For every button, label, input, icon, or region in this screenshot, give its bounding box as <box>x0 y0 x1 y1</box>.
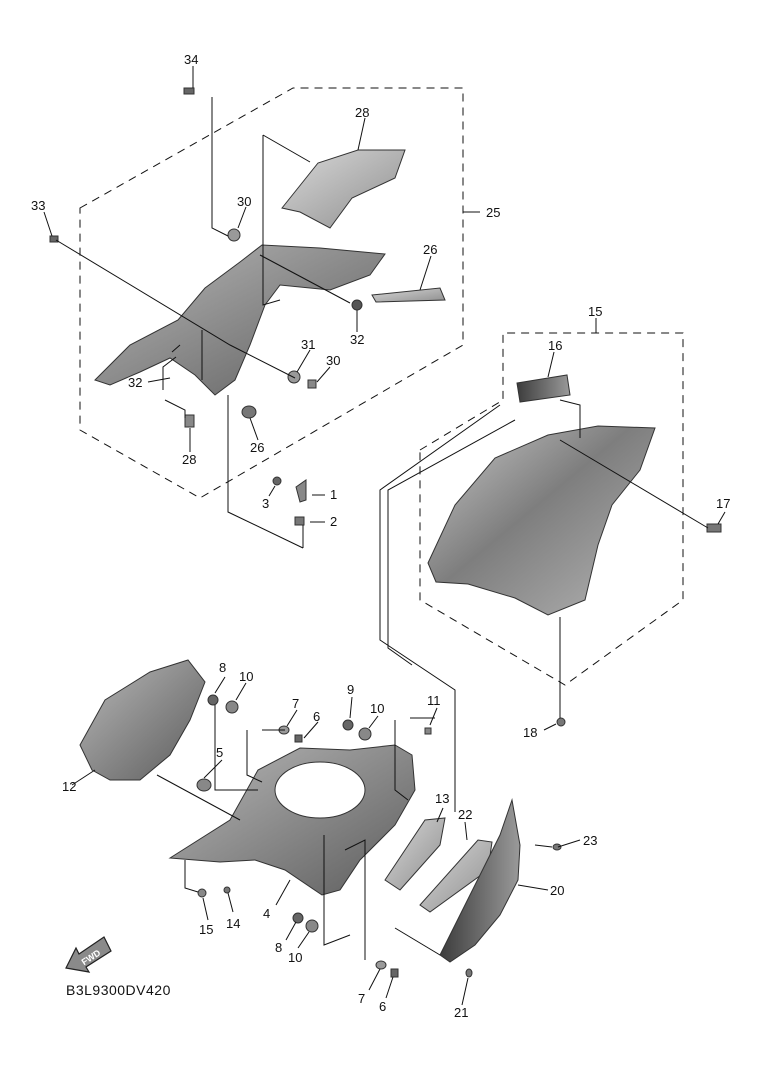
part-label-5: 5 <box>216 745 223 760</box>
part-label-10a: 10 <box>239 669 253 684</box>
screw-19 <box>556 717 566 727</box>
panel-27 <box>281 149 406 229</box>
part-label-13: 13 <box>435 791 449 806</box>
washer-7b <box>375 960 387 970</box>
diagram-code: B3L9300DV420 <box>66 982 171 998</box>
part-label-24: 25 <box>486 205 500 220</box>
part-label-16: 15 <box>588 304 602 319</box>
part-label-2: 2 <box>330 514 337 529</box>
collar-5 <box>196 778 212 792</box>
part-label-30b: 31 <box>301 337 315 352</box>
bracket-28 <box>184 414 195 428</box>
damper-10b <box>358 727 372 741</box>
screw-15 <box>197 888 207 898</box>
group-16-outline <box>419 332 684 686</box>
tank-cover-16 <box>427 425 656 616</box>
nut-9 <box>342 719 354 731</box>
part-label-3: 3 <box>262 496 269 511</box>
part-label-7a: 7 <box>292 696 299 711</box>
part-label-31: 32 <box>350 332 364 347</box>
fwd-arrow-icon: FWD <box>65 936 112 973</box>
part-label-14: 14 <box>226 916 240 931</box>
part-label-21: 21 <box>454 1005 468 1020</box>
nut-31 <box>351 299 363 311</box>
screw-21 <box>465 968 473 978</box>
part-label-29: 30 <box>326 353 340 368</box>
part-label-19: 18 <box>523 725 537 740</box>
bolt-6a <box>294 734 303 743</box>
strip-17 <box>516 374 571 403</box>
part-label-7b: 7 <box>358 991 365 1006</box>
stay-1 <box>295 479 307 503</box>
bolt-6b <box>390 968 399 978</box>
part-label-20: 20 <box>550 883 564 898</box>
part-label-12: 12 <box>62 779 76 794</box>
bolt-33 <box>49 235 59 243</box>
part-label-11: 11 <box>427 693 441 708</box>
cover-24 <box>94 244 386 396</box>
screw-3 <box>272 476 282 486</box>
part-label-30a: 30 <box>237 194 251 209</box>
part-label-32-text: 32 <box>128 375 142 390</box>
callouts <box>43 66 726 1006</box>
part-label-18: 17 <box>716 496 730 511</box>
part-label-8b: 8 <box>275 940 282 955</box>
damper-10a <box>225 700 239 714</box>
part-label-9: 9 <box>347 682 354 697</box>
clip-29 <box>307 379 317 389</box>
part-label-23: 23 <box>583 833 597 848</box>
part-labels: 34 33 30 28 25 26 32 31 30 33 32 28 26 2… <box>31 52 730 1020</box>
side-cover-12 <box>79 659 206 781</box>
nut-8b <box>292 912 304 924</box>
part-label-27: 28 <box>355 105 369 120</box>
leader-lines <box>55 97 709 960</box>
clip-11 <box>424 727 432 735</box>
grommet-26 <box>241 405 257 419</box>
screw-14 <box>223 886 231 894</box>
part-label-28-text: 28 <box>182 452 196 467</box>
part-label-15-text: 15 <box>199 922 213 937</box>
damper-2 <box>294 516 305 526</box>
panel-20 <box>439 798 521 963</box>
damper-30a <box>227 228 241 242</box>
part-label-10b: 10 <box>370 701 384 716</box>
frame-4 <box>168 744 416 896</box>
part-label-4: 4 <box>263 906 270 921</box>
damper-10c <box>305 919 319 933</box>
part-label-6b: 6 <box>379 999 386 1014</box>
part-label-10c: 10 <box>288 950 302 965</box>
strip-25 <box>371 287 446 303</box>
bolt-34 <box>183 87 195 95</box>
part-label-8a: 8 <box>219 660 226 675</box>
part-label-33: 33 <box>31 198 45 213</box>
duct-13 <box>384 817 446 891</box>
bolt-18 <box>706 523 722 533</box>
part-label-17: 16 <box>548 338 562 353</box>
part-label-22: 22 <box>458 807 472 822</box>
grommet-23 <box>552 843 562 851</box>
part-label-34: 34 <box>184 52 198 67</box>
nut-8a <box>207 694 219 706</box>
group-24-outline <box>79 87 464 499</box>
part-label-26-text: 26 <box>250 440 264 455</box>
part-label-1: 1 <box>330 487 337 502</box>
part-label-6a: 6 <box>313 709 320 724</box>
part-label-25: 26 <box>423 242 437 257</box>
